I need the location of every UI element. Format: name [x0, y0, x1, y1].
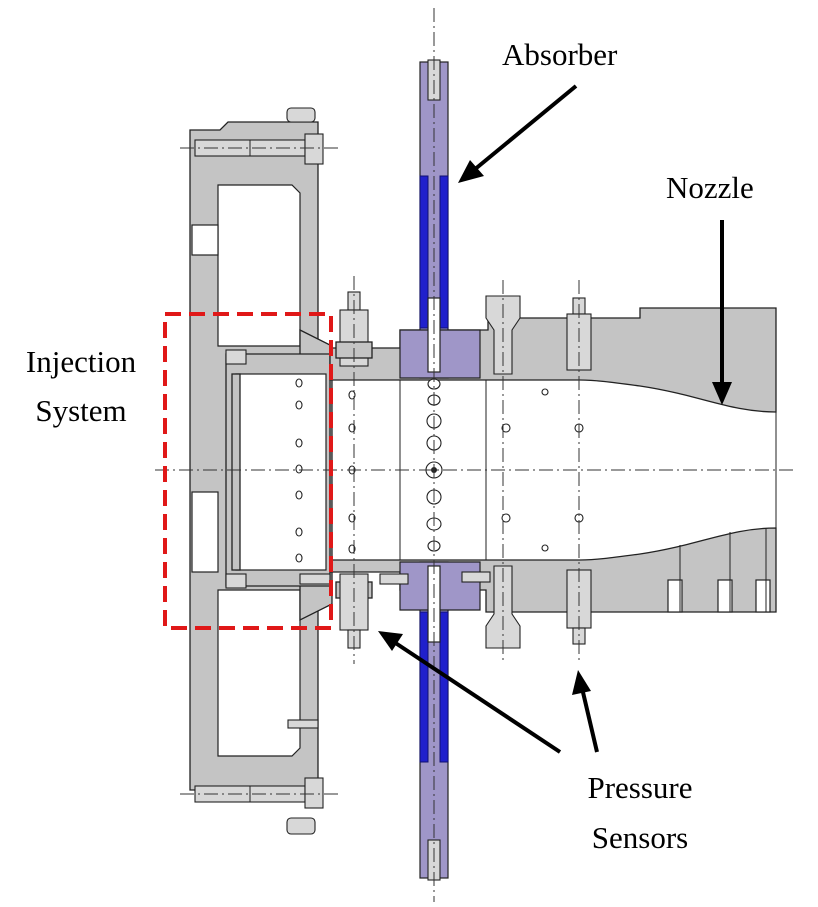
pressure-sensor-arrow-right — [572, 670, 599, 753]
injection-system-highlight-box — [163, 312, 333, 630]
chamber-ports — [348, 388, 584, 554]
combustion-chamber — [329, 307, 777, 613]
injection-head-flange — [189, 107, 333, 835]
flange-bolt-bottom — [194, 777, 324, 835]
injector-holes — [295, 378, 303, 563]
nozzle-label: Nozzle — [666, 170, 754, 205]
absorber-label: Absorber — [502, 37, 618, 72]
arrows — [378, 84, 732, 754]
absorber-arrow — [458, 84, 578, 183]
pressure-sensors-label-line1: Pressure — [587, 770, 692, 805]
pressure-sensor-arrow-left — [378, 631, 562, 754]
injection-system-label-line1: Injection — [26, 344, 137, 379]
nozzle-arrow — [712, 220, 732, 405]
injection-system-label-line2: System — [35, 393, 126, 428]
center-lines — [155, 8, 795, 902]
pressure-sensors-label-line2: Sensors — [592, 820, 688, 855]
